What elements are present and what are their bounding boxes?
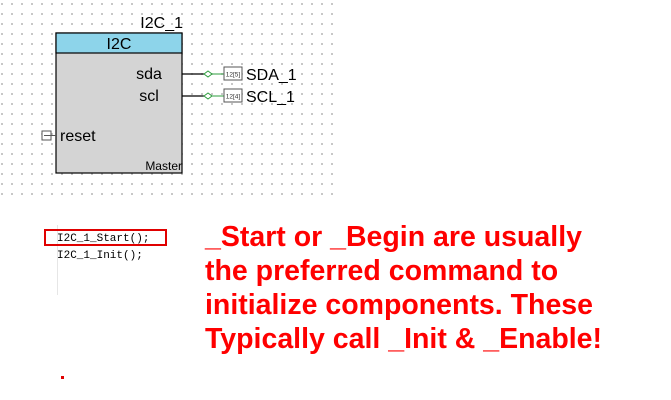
code-editor-snippet[interactable]: I2C_1_Start(); I2C_1_Init();	[0, 225, 200, 400]
sda-pin-box	[223, 66, 243, 81]
i2c-component-block[interactable]: I2C I2C_1 sda scl reset Master	[55, 15, 183, 174]
sda-bidir-icon	[203, 70, 213, 78]
component-type-label: I2C	[107, 36, 132, 53]
sda-connection[interactable]: 12[5] SDA_1	[182, 66, 297, 84]
scl-bidir-icon	[203, 92, 213, 100]
port-label-scl: scl	[139, 88, 159, 105]
editor-gutter-line	[57, 225, 58, 295]
note-line: Typically call _Init & _Enable!	[205, 323, 603, 355]
note-line: _Start or _Begin are usually	[205, 221, 582, 253]
scl-pin-tag: 12[4]	[226, 94, 241, 101]
reset-pin-terminal[interactable]	[41, 130, 56, 141]
sda-pin-tag: 12[5]	[226, 72, 241, 79]
sda-pin-name: SDA_1	[246, 67, 297, 84]
component-instance-name: I2C_1	[140, 15, 183, 32]
scl-pin-box	[223, 88, 243, 103]
start-call-highlight-box	[44, 229, 167, 246]
scl-pin-name: SCL_1	[246, 89, 295, 106]
port-label-sda: sda	[136, 66, 162, 83]
component-body	[55, 32, 183, 174]
annotation-note: _Start or _Begin are usually the preferr…	[205, 220, 665, 356]
schematic-canvas: I2C I2C_1 sda scl reset Master 12[5] SDA…	[41, 15, 297, 174]
code-line-init[interactable]: I2C_1_Init();	[57, 250, 143, 262]
component-mode-label: Master	[145, 159, 182, 173]
note-line: the preferred command to	[205, 255, 559, 287]
code-line-start[interactable]: I2C_1_Start();	[57, 233, 150, 245]
red-marker-dot	[61, 376, 64, 379]
note-line: initialize components. These	[205, 289, 593, 321]
port-label-reset: reset	[60, 128, 96, 145]
component-header	[55, 32, 183, 54]
scl-connection[interactable]: 12[4] SCL_1	[182, 88, 295, 106]
